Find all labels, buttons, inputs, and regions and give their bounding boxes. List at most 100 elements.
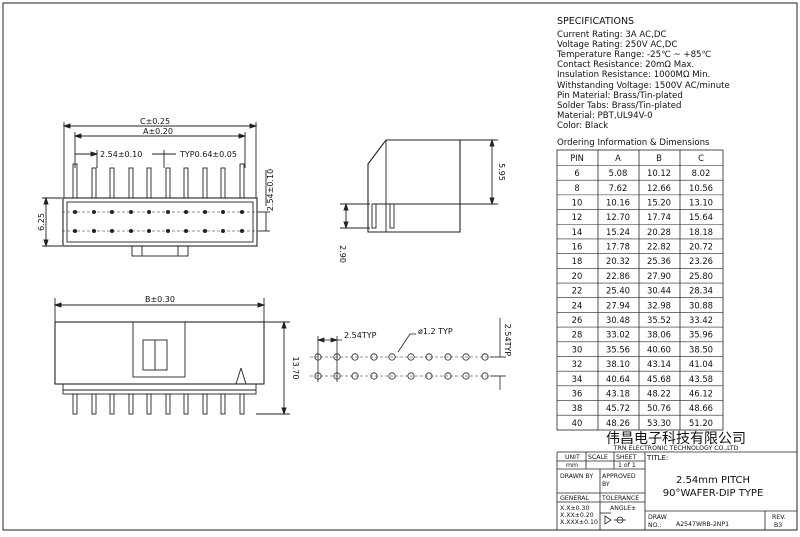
dim-a: A±0.20 bbox=[143, 127, 173, 136]
spec-title: SPECIFICATIONS bbox=[557, 16, 634, 27]
dim-c: C±0.25 bbox=[140, 117, 170, 126]
table-cell: 25.36 bbox=[647, 256, 671, 266]
table-cell: 38.06 bbox=[647, 330, 671, 340]
table-cell: 10 bbox=[572, 197, 583, 207]
table-cell: 20.72 bbox=[689, 242, 713, 252]
table-cell: 45.68 bbox=[647, 374, 671, 384]
table-cell: 38.50 bbox=[689, 344, 713, 354]
table-cell: 23.26 bbox=[689, 256, 713, 266]
table-cell: 46.12 bbox=[689, 388, 713, 398]
svg-text:Voltage Rating: 250V AC,DC: Voltage Rating: 250V AC,DC bbox=[557, 40, 677, 50]
tol-2: X.XX±0.20 bbox=[560, 512, 594, 519]
svg-text:Pin Material: Brass/Tin-plated: Pin Material: Brass/Tin-plated bbox=[557, 91, 683, 101]
col-header-b: B bbox=[656, 153, 662, 163]
svg-text:Material: PBT,UL94V-0: Material: PBT,UL94V-0 bbox=[557, 111, 653, 121]
front-view bbox=[53, 298, 290, 416]
table-cell: 50.76 bbox=[647, 403, 671, 413]
table-cell: 20.28 bbox=[647, 227, 671, 237]
table-cell: 43.14 bbox=[647, 359, 671, 369]
table-cell: 10.16 bbox=[606, 197, 630, 207]
table-cell: 38.10 bbox=[606, 359, 630, 369]
unit-label: UNIT bbox=[565, 454, 580, 461]
table-cell: 36 bbox=[572, 388, 583, 398]
table-cell: 35.96 bbox=[689, 330, 713, 340]
unit-value: mm bbox=[566, 462, 578, 469]
table-cell: 48.66 bbox=[689, 403, 713, 413]
tol-3: X.XXX±0.10 bbox=[560, 519, 598, 526]
table-row: 18 20.32 25.36 23.26 bbox=[572, 256, 713, 266]
table-cell: 40 bbox=[572, 418, 583, 428]
table-cell: 5.08 bbox=[609, 168, 628, 178]
table-cell: 22.82 bbox=[647, 242, 671, 252]
draw-label: DRAW bbox=[648, 514, 667, 521]
col-header-c: C bbox=[698, 153, 704, 163]
table-cell: 53.30 bbox=[647, 418, 671, 428]
dim-side-depth: 2.90 bbox=[338, 245, 347, 263]
title-label: TITLE: bbox=[646, 454, 668, 462]
table-cell: 30.88 bbox=[689, 300, 713, 310]
table-cell: 20.32 bbox=[606, 256, 630, 266]
table-cell: 22 bbox=[572, 286, 583, 296]
table-cell: 28.34 bbox=[689, 286, 713, 296]
dim-row-pitch: 2.54±0.10 bbox=[266, 169, 275, 211]
svg-text:Contact Resistance: 20mΩ Max.: Contact Resistance: 20mΩ Max. bbox=[557, 60, 694, 70]
table-row: 26 30.48 35.52 33.42 bbox=[572, 315, 713, 325]
table-cell: 43.58 bbox=[689, 374, 713, 384]
tol-1: X.X±0.30 bbox=[560, 505, 589, 512]
table-cell: 27.94 bbox=[606, 300, 630, 310]
table-cell: 18 bbox=[572, 256, 583, 266]
table-cell: 10.12 bbox=[647, 168, 671, 178]
table-cell: 8 bbox=[574, 183, 579, 193]
table-cell: 24 bbox=[572, 300, 583, 310]
dim-front-height: 13.70 bbox=[291, 357, 300, 380]
table-cell: 14 bbox=[572, 227, 583, 237]
col-header-pin: PIN bbox=[570, 153, 584, 163]
table-cell: 32.98 bbox=[647, 300, 671, 310]
table-cell: 12 bbox=[572, 212, 583, 222]
table-cell: 48.22 bbox=[647, 388, 671, 398]
table-cell: 40.60 bbox=[647, 344, 671, 354]
table-cell: 34 bbox=[572, 374, 583, 384]
table-cell: 30.48 bbox=[606, 315, 630, 325]
table-row: 14 15.24 20.28 18.18 bbox=[572, 227, 713, 237]
table-cell: 15.20 bbox=[647, 197, 671, 207]
dim-typ-pin: TYP0.64±0.05 bbox=[179, 150, 237, 159]
table-cell: 15.24 bbox=[606, 227, 630, 237]
company-en: TRN ELECTRONIC TECHNOLOGY CO.,LTD bbox=[613, 445, 739, 452]
ordering-title: Ordering Information & Dimensions bbox=[557, 138, 710, 148]
dim-side-height: 5.95 bbox=[497, 163, 506, 181]
table-cell: 51.20 bbox=[689, 418, 713, 428]
general-label: GENERAL bbox=[560, 495, 590, 502]
table-cell: 26 bbox=[572, 315, 583, 325]
title-block bbox=[556, 451, 797, 530]
dim-hole: ø1.2 TYP bbox=[418, 327, 453, 336]
table-cell: 35.52 bbox=[647, 315, 671, 325]
table-cell: 40.64 bbox=[606, 374, 630, 384]
table-cell: 33.42 bbox=[689, 315, 713, 325]
svg-text:Color: Black: Color: Black bbox=[557, 121, 608, 131]
tolerance-label: TOLERANCE bbox=[601, 495, 639, 502]
table-cell: 32 bbox=[572, 359, 583, 369]
table-row: 24 27.94 32.98 30.88 bbox=[572, 300, 713, 310]
table-cell: 38 bbox=[572, 403, 583, 413]
scale-label: SCALE bbox=[588, 454, 608, 461]
top-contacts bbox=[73, 210, 244, 233]
table-cell: 28 bbox=[572, 330, 583, 340]
table-cell: 10.56 bbox=[689, 183, 713, 193]
table-cell: 17.78 bbox=[606, 242, 630, 252]
svg-text:Insulation Resistance: 1000MΩ: Insulation Resistance: 1000MΩ Min. bbox=[557, 70, 710, 80]
table-cell: 18.18 bbox=[689, 227, 713, 237]
dim-pcb-row: 2.54TYP bbox=[503, 324, 512, 357]
